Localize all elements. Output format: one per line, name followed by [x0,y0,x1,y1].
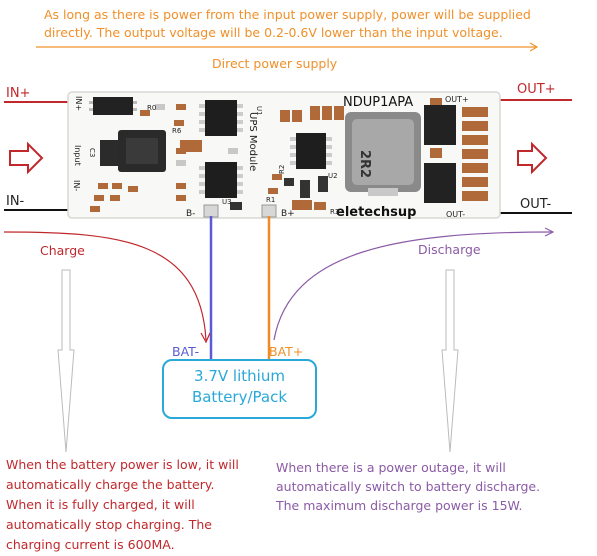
pad-b-minus [203,204,219,218]
silk-r2: R2 [278,165,286,174]
battery-line2: Battery/Pack [191,388,288,406]
output-arrow-icon [517,141,548,175]
silk-out-minus: OUT- [446,210,465,219]
discharge-desc-line2: automatically switch to battery discharg… [276,479,541,494]
board-model: NDUP1APA [343,95,413,110]
silk-r6: R6 [172,127,182,135]
silk-r3: R3 [330,208,339,216]
label-in-minus: IN- [6,194,25,209]
discharge-desc-line1: When there is a power outage, it will [276,460,506,475]
silk-u3: U3 [222,198,232,206]
bat-plus-label: BAT+ [269,344,304,359]
charge-desc-line4: automatically stop charging. The [6,517,212,532]
battery-box [162,359,317,419]
silk-b-minus: B- [186,209,195,219]
inductor-marking: 2R2 [357,150,372,178]
discharge-curve-arrowhead [544,227,555,237]
discharge-desc-line3: The maximum discharge power is 15W. [276,498,523,513]
board-brand: eletechsup [336,205,416,220]
capacitor-right-bottom [424,163,456,203]
capacitor-right-top [424,105,456,145]
direct-supply-arrow-head [529,42,539,52]
label-out-minus: OUT- [520,197,552,212]
silk-u1: U1 [255,106,263,116]
discharge-label: Discharge [418,242,481,257]
bat-minus-label: BAT- [172,344,200,359]
discharge-down-arrow [441,269,459,453]
charge-desc-line1: When the battery power is low, it will [6,457,239,472]
battery-text: 3.7V lithium Battery/Pack [163,366,316,408]
chip-u1 [205,100,237,136]
direct-supply-label: Direct power supply [212,56,338,71]
ic-small-top-left [93,97,133,115]
capacitor-c3 [100,140,118,166]
label-out-plus: OUT+ [517,82,556,97]
board-module-label: UPS Module [247,112,258,171]
charge-desc-line2: automatically charge the battery. [6,477,215,492]
charge-curve [3,231,207,341]
chip-u3 [205,162,237,198]
silk-r1: R1 [266,196,275,204]
charge-desc-line5: charging current is 600MA. [6,537,175,552]
silk-c3: C3 [88,148,96,157]
silk-u2: U2 [328,172,338,180]
input-arrow-icon [9,141,44,175]
pad-b-plus [261,204,277,218]
label-in-plus: IN+ [6,86,31,101]
silk-b-plus: B+ [281,209,295,219]
charge-desc-line3: When it is fully charged, it will [6,497,195,512]
chip-u2 [296,133,326,169]
charge-description: When the battery power is low, it will a… [6,455,239,555]
silk-in-plus: IN+ [74,96,83,111]
discharge-curve [273,231,553,341]
charge-curve-arrowhead [200,332,211,344]
silk-out-plus: OUT+ [445,95,469,104]
silk-in-minus: IN- [72,180,81,191]
silk-r0: R0 [147,104,156,112]
header-note-line1: As long as there is power from the input… [44,7,531,22]
silk-input: Input [73,145,82,166]
charge-label: Charge [40,243,85,258]
battery-line1: 3.7V lithium [194,367,285,385]
charge-down-arrow [57,269,75,453]
discharge-description: When there is a power outage, it will au… [276,458,540,515]
header-note-line2: directly. The output voltage will be 0.2… [44,25,503,40]
